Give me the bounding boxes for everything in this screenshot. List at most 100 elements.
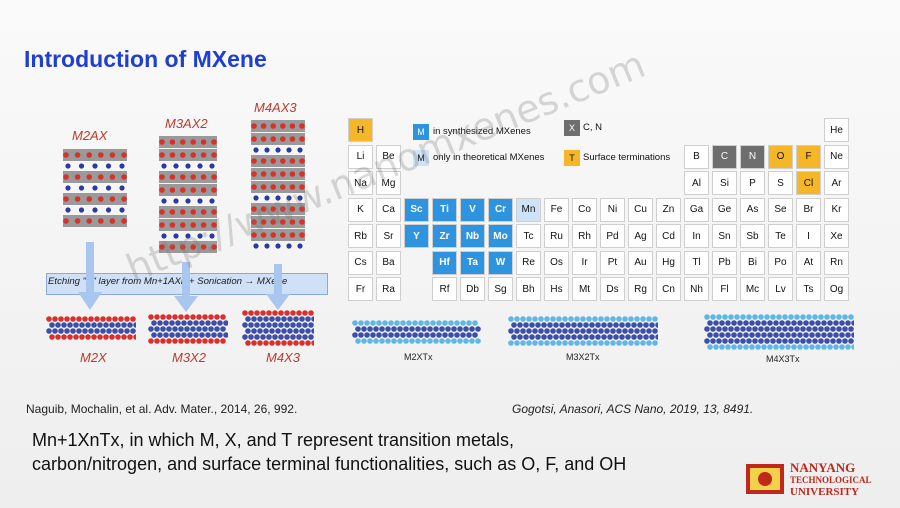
element-ds: Ds: [600, 277, 625, 301]
element-bi: Bi: [740, 250, 765, 275]
etching-text: Etching "A" layer from Mn+1AXn + Sonicat…: [48, 276, 288, 287]
element-tl: Tl: [684, 250, 709, 275]
element-sn: Sn: [712, 224, 737, 248]
label-m2x: M2X: [80, 350, 107, 365]
element-cn: Cn: [656, 277, 681, 301]
element-ge: Ge: [712, 197, 737, 222]
element-ag: Ag: [628, 224, 653, 248]
element-cs: Cs: [348, 250, 373, 275]
arrow-down-icon: [174, 262, 198, 312]
element-rg: Rg: [628, 277, 653, 301]
element-ts: Ts: [796, 277, 821, 301]
element-he: He: [824, 118, 849, 142]
element-hs: Hs: [544, 277, 569, 301]
element-as: As: [740, 197, 765, 222]
element-ta: Ta: [460, 250, 485, 275]
element-mo: Mo: [488, 224, 513, 248]
element-mc: Mc: [740, 277, 765, 301]
element-og: Og: [824, 277, 849, 301]
element-f: F: [796, 144, 821, 169]
element-ra: Ra: [376, 277, 401, 301]
legend-x-swatch: X: [564, 120, 580, 136]
max-structure-m4ax3: [251, 120, 305, 249]
arrow-down-icon: [78, 242, 102, 310]
element-xe: Xe: [824, 224, 849, 248]
label-m4x3: M4X3: [266, 350, 300, 365]
structure-label-m2xtx: M2XTx: [404, 352, 433, 362]
element-nb: Nb: [460, 224, 485, 248]
element-sr: Sr: [376, 224, 401, 248]
element-mg: Mg: [376, 171, 401, 195]
element-te: Te: [768, 224, 793, 248]
label-m4ax3: M4AX3: [254, 100, 297, 115]
element-mn: Mn: [516, 197, 541, 222]
element-y: Y: [404, 224, 429, 248]
structure-m4x3tx: [704, 314, 854, 350]
mxene-flake-m3x2: [148, 314, 228, 344]
structure-m2xtx: [352, 320, 481, 344]
element-b: B: [684, 144, 709, 169]
element-kr: Kr: [824, 197, 849, 222]
element-hg: Hg: [656, 250, 681, 275]
element-ba: Ba: [376, 250, 401, 275]
reference-gogotsi: Gogotsi, Anasori, ACS Nano, 2019, 13, 84…: [512, 402, 754, 416]
element-sc: Sc: [404, 197, 429, 222]
element-si: Si: [712, 171, 737, 195]
mxene-flake-m4x3: [242, 310, 314, 346]
element-h: H: [348, 118, 373, 142]
element-re: Re: [516, 250, 541, 275]
element-po: Po: [768, 250, 793, 275]
element-cr: Cr: [488, 197, 513, 222]
element-au: Au: [628, 250, 653, 275]
definition-line-1: Mn+1XnTx, in which M, X, and T represent…: [32, 430, 515, 450]
element-sb: Sb: [740, 224, 765, 248]
element-hf: Hf: [432, 250, 457, 275]
element-n: N: [740, 144, 765, 169]
element-o: O: [768, 144, 793, 169]
element-rb: Rb: [348, 224, 373, 248]
structure-label-m4x3tx: M4X3Tx: [766, 354, 800, 364]
label-m2ax: M2AX: [72, 128, 108, 143]
element-ni: Ni: [600, 197, 625, 222]
element-ar: Ar: [824, 171, 849, 195]
element-fr: Fr: [348, 277, 373, 301]
element-db: Db: [460, 277, 485, 301]
element-bh: Bh: [516, 277, 541, 301]
legend-synth-label: in synthesized MXenes: [433, 126, 531, 137]
element-ir: Ir: [572, 250, 597, 275]
element-k: K: [348, 197, 373, 222]
definition-line-2: carbon/nitrogen, and surface terminal fu…: [32, 454, 627, 474]
element-p: P: [740, 171, 765, 195]
logo-line-3: UNIVERSITY: [790, 486, 860, 498]
element-c: C: [712, 144, 737, 169]
label-m3ax2: M3AX2: [165, 116, 208, 131]
element-in: In: [684, 224, 709, 248]
logo-line-1: NANYANG: [790, 460, 856, 475]
element-mt: Mt: [572, 277, 597, 301]
element-tc: Tc: [516, 224, 541, 248]
ntu-logo-text: NANYANG TECHNOLOGICAL UNIVERSITY: [790, 460, 872, 498]
legend-t-label: Surface terminations: [583, 152, 671, 163]
element-pt: Pt: [600, 250, 625, 275]
structure-m3x2tx: [508, 316, 658, 346]
element-pb: Pb: [712, 250, 737, 275]
reference-naguib: Naguib, Mochalin, et al. Adv. Mater., 20…: [26, 402, 298, 416]
element-i: I: [796, 224, 821, 248]
element-ga: Ga: [684, 197, 709, 222]
element-lv: Lv: [768, 277, 793, 301]
element-be: Be: [376, 144, 401, 169]
element-ti: Ti: [432, 197, 457, 222]
legend-t-swatch: T: [564, 150, 580, 166]
element-pd: Pd: [600, 224, 625, 248]
legend-theor-swatch: M: [413, 150, 429, 166]
slide-title: Introduction of MXene: [24, 46, 267, 72]
element-co: Co: [572, 197, 597, 222]
element-w: W: [488, 250, 513, 275]
element-na: Na: [348, 171, 373, 195]
definition-text: Mn+1XnTx, in which M, X, and T represent…: [32, 428, 626, 476]
element-rf: Rf: [432, 277, 457, 301]
element-al: Al: [684, 171, 709, 195]
element-zn: Zn: [656, 197, 681, 222]
